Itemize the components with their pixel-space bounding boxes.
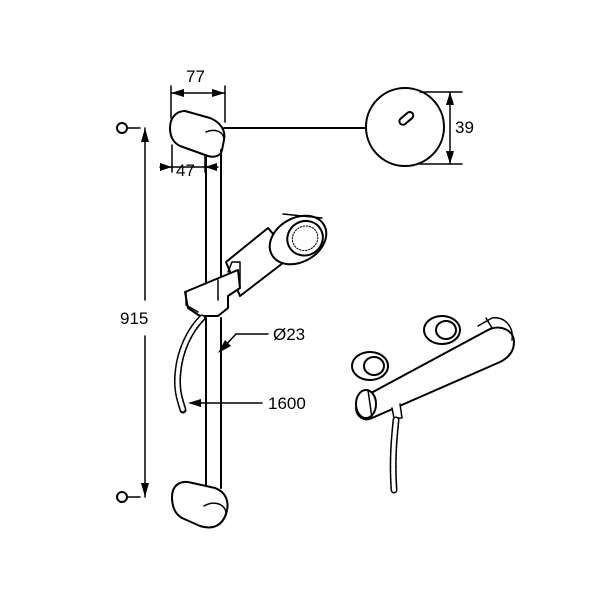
rail-diameter-leader — [218, 333, 269, 353]
wall-plate-height-label: 39 — [455, 118, 474, 137]
thermostatic-mixer — [351, 315, 515, 494]
rail-length-dimension — [141, 127, 149, 498]
wall-plate-height-dimension — [419, 91, 463, 165]
bracket-width-dimension — [170, 85, 226, 123]
bracket-depth-label: 47 — [176, 161, 195, 180]
top-wall-bracket — [169, 110, 366, 158]
wall-plate — [365, 87, 445, 167]
shower-hose — [174, 314, 206, 414]
hand-shower — [225, 213, 328, 297]
hose-length-leader — [188, 399, 263, 407]
bracket-width-label: 77 — [186, 67, 205, 86]
slider — [184, 261, 241, 317]
hose-length-label: 1600 — [268, 394, 306, 413]
rail-length-label: 915 — [120, 309, 148, 328]
top-mounting-hole — [116, 122, 141, 134]
rail-diameter-label: Ø23 — [273, 325, 305, 344]
shower-rail — [205, 149, 222, 489]
bottom-wall-bracket — [171, 480, 229, 529]
bottom-mounting-hole — [116, 491, 141, 503]
